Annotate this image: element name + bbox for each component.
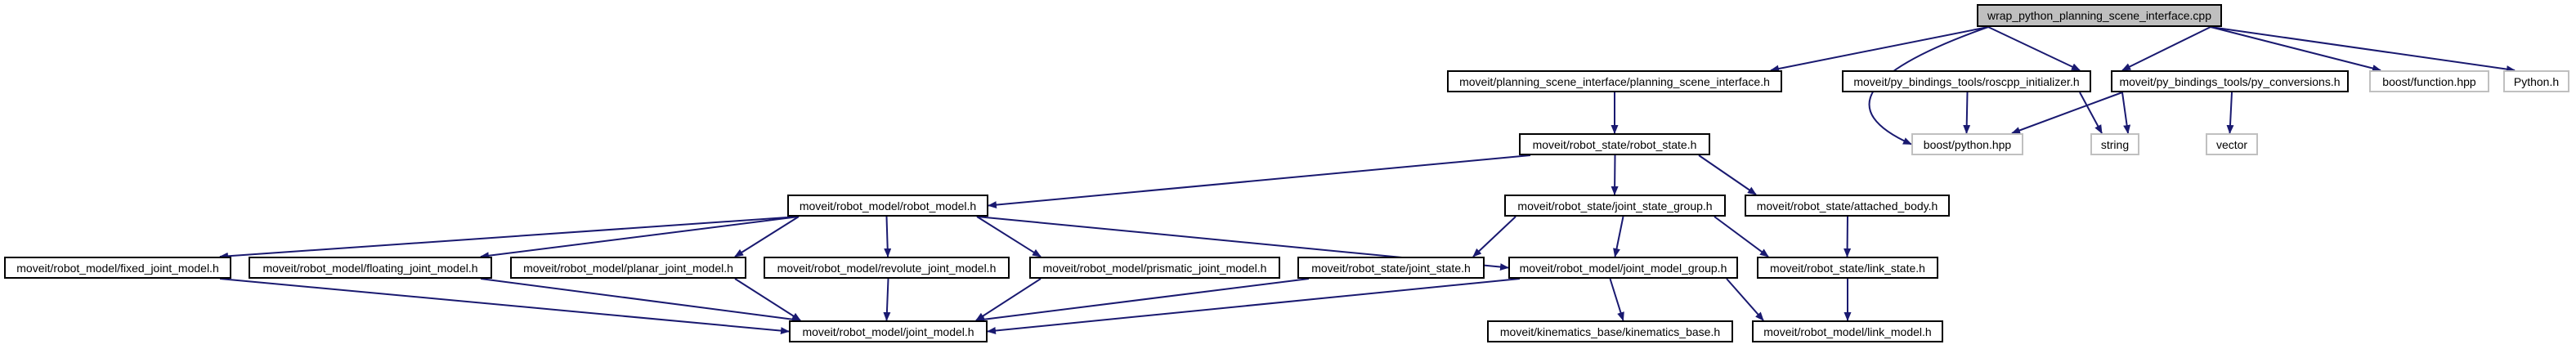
graph-node-joint_state[interactable]: moveit/robot_state/joint_state.h <box>1297 257 1485 279</box>
edge-jsg-to-jmg <box>1613 216 1624 257</box>
edge-jmg-to-link_model <box>1726 278 1764 321</box>
edge-pyconv-to-string <box>2121 92 2131 134</box>
graph-node-pyconv[interactable]: moveit/py_bindings_tools/py_conversions.… <box>2111 70 2349 92</box>
edge-robot_model-to-fixed <box>219 216 800 260</box>
node-label: moveit/robot_model/planar_joint_model.h <box>523 261 733 275</box>
edge-cpp-to-pyconv <box>2121 26 2211 71</box>
node-label: moveit/robot_model/joint_model_group.h <box>1519 261 1727 275</box>
node-label: moveit/robot_model/revolute_joint_model.… <box>777 261 997 275</box>
graph-node-psi[interactable]: moveit/planning_scene_interface/planning… <box>1447 70 1782 92</box>
edge-jsg-to-link_state <box>1714 216 1769 257</box>
node-label: moveit/robot_model/floating_joint_model.… <box>262 261 478 275</box>
edge-cpp-to-pythonh <box>2210 26 2516 74</box>
edge-robot_state-to-attached_body <box>1698 154 1757 195</box>
edge-prismatic-to-joint_model <box>975 278 1042 321</box>
graph-node-pythonh: Python.h <box>2503 70 2569 92</box>
edge-jmg-to-joint_model <box>987 278 1521 334</box>
graph-node-jsg[interactable]: moveit/robot_state/joint_state_group.h <box>1504 195 1726 217</box>
node-label: Python.h <box>2513 74 2560 88</box>
edge-cpp-to-roscpp <box>1987 26 2081 71</box>
node-label: moveit/robot_model/link_model.h <box>1763 324 1932 338</box>
node-label: moveit/py_bindings_tools/py_conversions.… <box>2119 74 2341 88</box>
node-label: moveit/robot_state/attached_body.h <box>1756 199 1938 213</box>
edge-cpp-to-boostfunc <box>2210 26 2381 72</box>
edge-robot_model-to-planar <box>734 216 800 257</box>
node-label: moveit/robot_model/prismatic_joint_model… <box>1042 261 1267 275</box>
edge-jmg-to-kin_base <box>1609 278 1624 321</box>
node-label: wrap_python_planning_scene_interface.cpp <box>1987 9 2211 22</box>
edge-fixed-to-joint_model <box>219 278 790 335</box>
graph-node-jmg[interactable]: moveit/robot_model/joint_model_group.h <box>1508 257 1738 279</box>
graph-node-string: string <box>2090 133 2139 155</box>
graph-node-vector: vector <box>2206 133 2258 155</box>
node-label: vector <box>2215 137 2248 151</box>
edge-robot_state-to-robot_model <box>988 154 1531 209</box>
graph-node-prismatic[interactable]: moveit/robot_model/prismatic_joint_model… <box>1029 257 1280 279</box>
graph-node-revolute[interactable]: moveit/robot_model/revolute_joint_model.… <box>764 257 1010 279</box>
graph-node-fixed[interactable]: moveit/robot_model/fixed_joint_model.h <box>4 257 231 279</box>
node-label: boost/python.hpp <box>1923 137 2012 151</box>
graph-node-joint_model[interactable]: moveit/robot_model/joint_model.h <box>789 320 988 342</box>
graph-node-link_model[interactable]: moveit/robot_model/link_model.h <box>1752 320 1943 342</box>
edge-robot_model-to-revolute <box>884 216 892 257</box>
edge-planar-to-joint_model <box>734 278 801 321</box>
graph-node-robot_model[interactable]: moveit/robot_model/robot_model.h <box>787 195 988 217</box>
node-label: moveit/robot_model/fixed_joint_model.h <box>16 261 219 275</box>
node-label: moveit/robot_state/robot_state.h <box>1532 137 1697 151</box>
node-label: boost/function.hpp <box>2382 74 2476 88</box>
edge-pyconv-to-boostpython <box>2011 92 2123 134</box>
graph-node-boostpython: boost/python.hpp <box>1911 133 2023 155</box>
edge-joint_state-to-joint_model <box>975 278 1310 324</box>
graph-node-attached_body[interactable]: moveit/robot_state/attached_body.h <box>1745 195 1950 217</box>
graph-node-kin_base[interactable]: moveit/kinematics_base/kinematics_base.h <box>1487 320 1733 342</box>
node-label: moveit/robot_model/robot_model.h <box>799 199 977 213</box>
graph-node-link_state[interactable]: moveit/robot_state/link_state.h <box>1757 257 1938 279</box>
node-label: moveit/py_bindings_tools/roscpp_initiali… <box>1853 74 2080 88</box>
node-label: moveit/planning_scene_interface/planning… <box>1459 74 1770 88</box>
graph-node-cpp: wrap_python_planning_scene_interface.cpp <box>1977 4 2222 27</box>
edge-floating-to-joint_model <box>480 278 801 324</box>
graph-node-roscpp[interactable]: moveit/py_bindings_tools/roscpp_initiali… <box>1842 70 2091 92</box>
node-label: moveit/kinematics_base/kinematics_base.h <box>1499 324 1721 338</box>
node-label: moveit/robot_state/link_state.h <box>1770 261 1925 275</box>
node-label: moveit/robot_state/joint_state.h <box>1311 261 1471 275</box>
graph-node-planar[interactable]: moveit/robot_model/planar_joint_model.h <box>510 257 746 279</box>
graph-node-boostfunc: boost/function.hpp <box>2369 70 2489 92</box>
edge-robot_model-to-floating <box>480 216 800 260</box>
graph-node-floating[interactable]: moveit/robot_model/floating_joint_model.… <box>249 257 492 279</box>
edge-pyconv-to-vector <box>2226 92 2234 134</box>
node-label: moveit/robot_state/joint_state_group.h <box>1517 199 1713 213</box>
edge-roscpp-to-string <box>2079 92 2103 134</box>
edge-robot_model-to-prismatic <box>976 216 1042 257</box>
edge-cpp-to-psi <box>1770 26 1989 73</box>
edge-revolute-to-joint_model <box>883 278 891 321</box>
edge-jsg-to-joint_state <box>1472 216 1516 257</box>
edge-roscpp-to-boostpython <box>1963 92 1971 134</box>
node-label: string <box>2100 137 2130 151</box>
graph-node-robot_state[interactable]: moveit/robot_state/robot_state.h <box>1519 133 1710 155</box>
node-label: moveit/robot_model/joint_model.h <box>802 324 974 338</box>
